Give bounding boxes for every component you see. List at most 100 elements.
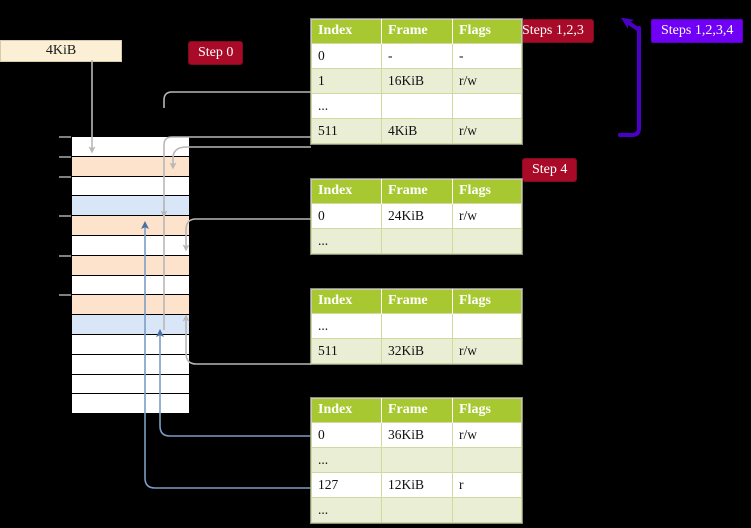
cell-index: 0 <box>311 203 382 229</box>
badge-steps-123: Steps 1,2,3 <box>512 19 594 43</box>
cell-flags: r/w <box>452 68 522 94</box>
memory-grid-row <box>72 255 189 276</box>
cell-flags: r <box>452 472 522 498</box>
memory-grid-row <box>72 374 189 395</box>
header-index: Index <box>311 289 382 314</box>
memory-grid-row <box>72 176 189 197</box>
memory-grid-row <box>72 354 189 375</box>
memory-grid-row <box>72 196 189 217</box>
grid-tick <box>59 255 71 257</box>
cell-flags <box>452 313 522 339</box>
memory-grid-row <box>72 156 189 177</box>
badge-step-0: Step 0 <box>188 41 244 65</box>
cell-flags <box>452 447 522 473</box>
memory-grid-row <box>72 315 189 335</box>
header-flags: Flags <box>452 19 522 44</box>
cell-flags <box>452 93 522 119</box>
cell-frame <box>381 313 453 339</box>
cell-index: 0 <box>311 43 382 69</box>
memory-grid-row <box>72 275 189 296</box>
cell-frame: 32KiB <box>381 338 453 364</box>
table-row: ... <box>311 228 522 254</box>
table-row: ... <box>311 313 522 339</box>
grid-tick <box>59 176 71 178</box>
header-index: Index <box>311 398 382 423</box>
table-header-row: Index Frame Flags <box>311 289 522 314</box>
table-row: 0-- <box>311 43 522 69</box>
table-row: ... <box>311 497 522 523</box>
cell-frame <box>381 228 453 254</box>
header-flags: Flags <box>452 398 522 423</box>
cell-index: ... <box>311 313 382 339</box>
cell-flags <box>452 497 522 523</box>
badge-steps-1234: Steps 1,2,3,4 <box>651 19 744 43</box>
connector-t2-to-grid <box>182 314 311 365</box>
cell-index: ... <box>311 228 382 254</box>
cell-index: ... <box>311 93 382 119</box>
header-flags: Flags <box>452 289 522 314</box>
header-frame: Frame <box>381 179 453 204</box>
cell-index: ... <box>311 497 382 523</box>
grid-tick <box>59 156 71 158</box>
grid-tick <box>59 215 71 217</box>
memory-block-label: 4KiB <box>45 43 77 58</box>
cell-index: 0 <box>311 422 382 448</box>
cell-frame: - <box>381 43 453 69</box>
connector-steps1234-arrowhead <box>621 17 641 32</box>
cell-frame: 12KiB <box>381 472 453 498</box>
header-index: Index <box>311 179 382 204</box>
table-header-row: Index Frame Flags <box>311 398 522 423</box>
cell-frame <box>381 497 453 523</box>
connector-t0r1 <box>163 91 311 108</box>
badge-steps-123-label: Steps 1,2,3 <box>522 23 584 38</box>
memory-grid-row <box>72 394 189 415</box>
header-frame: Frame <box>381 398 453 423</box>
memory-block-4kib: 4KiB <box>0 40 122 62</box>
connector-hook-row2 <box>169 146 311 170</box>
badge-steps-1234-label: Steps 1,2,3,4 <box>661 23 734 38</box>
cell-index: 511 <box>311 118 382 144</box>
cell-frame <box>381 93 453 119</box>
memory-grid-row <box>72 295 189 316</box>
cell-flags: r/w <box>452 338 522 364</box>
grid-tick <box>59 136 71 138</box>
cell-flags: r/w <box>452 118 522 144</box>
grid-tick <box>59 294 71 296</box>
header-frame: Frame <box>381 289 453 314</box>
connector-steps1234-bracket <box>618 26 641 137</box>
cell-flags: - <box>452 43 522 69</box>
cell-frame: 4KiB <box>381 118 453 144</box>
cell-index: 1 <box>311 68 382 94</box>
cell-index: 127 <box>311 472 382 498</box>
memory-grid-row <box>72 137 189 157</box>
header-frame: Frame <box>381 19 453 44</box>
cell-flags: r/w <box>452 203 522 229</box>
cell-frame <box>381 447 453 473</box>
table-header-row: Index Frame Flags <box>311 19 522 44</box>
table-header-row: Index Frame Flags <box>311 179 522 204</box>
cell-flags <box>452 228 522 254</box>
cell-frame: 16KiB <box>381 68 453 94</box>
memory-grid <box>71 136 190 415</box>
cell-index: 511 <box>311 338 382 364</box>
table-row: ... <box>311 93 522 119</box>
badge-step-0-label: Step 0 <box>198 45 234 60</box>
cell-frame: 24KiB <box>381 203 453 229</box>
memory-grid-row <box>72 334 189 355</box>
badge-step-4-label: Step 4 <box>532 162 568 177</box>
memory-grid-row <box>72 216 189 236</box>
